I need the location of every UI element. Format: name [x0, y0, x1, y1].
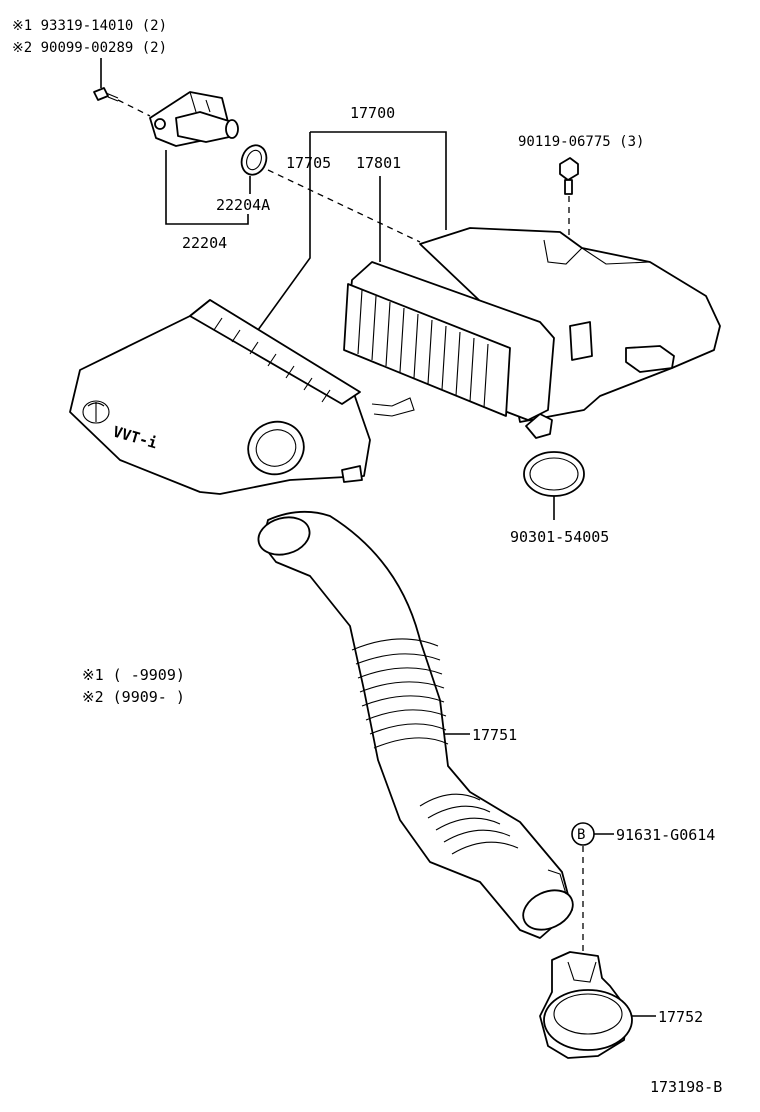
label-22204A: 22204A: [216, 196, 270, 214]
label-17801: 17801: [356, 154, 401, 172]
drawing-number: 173198-B: [650, 1078, 722, 1096]
o-ring: [523, 451, 585, 497]
sensor-screw: [93, 87, 119, 102]
note-2-date-range: ※2 (9909- ): [82, 688, 185, 706]
resonator: [539, 951, 633, 1059]
bolt: [559, 157, 579, 195]
filter-element: [343, 261, 555, 421]
label-17752: 17752: [658, 1008, 703, 1026]
label-17751: 17751: [472, 726, 517, 744]
clamp-ref-letter: B: [577, 827, 585, 843]
note-1-part-number: ※1 93319-14010 (2): [12, 18, 167, 34]
assembly-bracket: [310, 131, 447, 230]
screw-leader-line: [117, 99, 151, 117]
intake-hose: [257, 510, 574, 939]
label-17705: 17705: [286, 154, 331, 172]
label-bolt: 90119-06775 (3): [518, 134, 644, 150]
cap-leader-line: [257, 132, 311, 331]
sensor-gasket: [240, 144, 268, 176]
label-22204: 22204: [182, 234, 227, 252]
label-clamp: 91631-G0614: [616, 826, 715, 844]
sensor-dashed-line: [267, 169, 421, 243]
note-1-date-range: ※1 ( -9909): [82, 666, 185, 684]
sensor-bracket: [165, 150, 249, 225]
air-flow-sensor: [149, 91, 239, 147]
air-cleaner-case: [419, 227, 721, 439]
label-o-ring: 90301-54005: [510, 528, 609, 546]
label-17700: 17700: [350, 104, 395, 122]
note-2-part-number: ※2 90099-00289 (2): [12, 40, 167, 56]
air-cleaner-cap: VVT-i: [69, 299, 415, 495]
